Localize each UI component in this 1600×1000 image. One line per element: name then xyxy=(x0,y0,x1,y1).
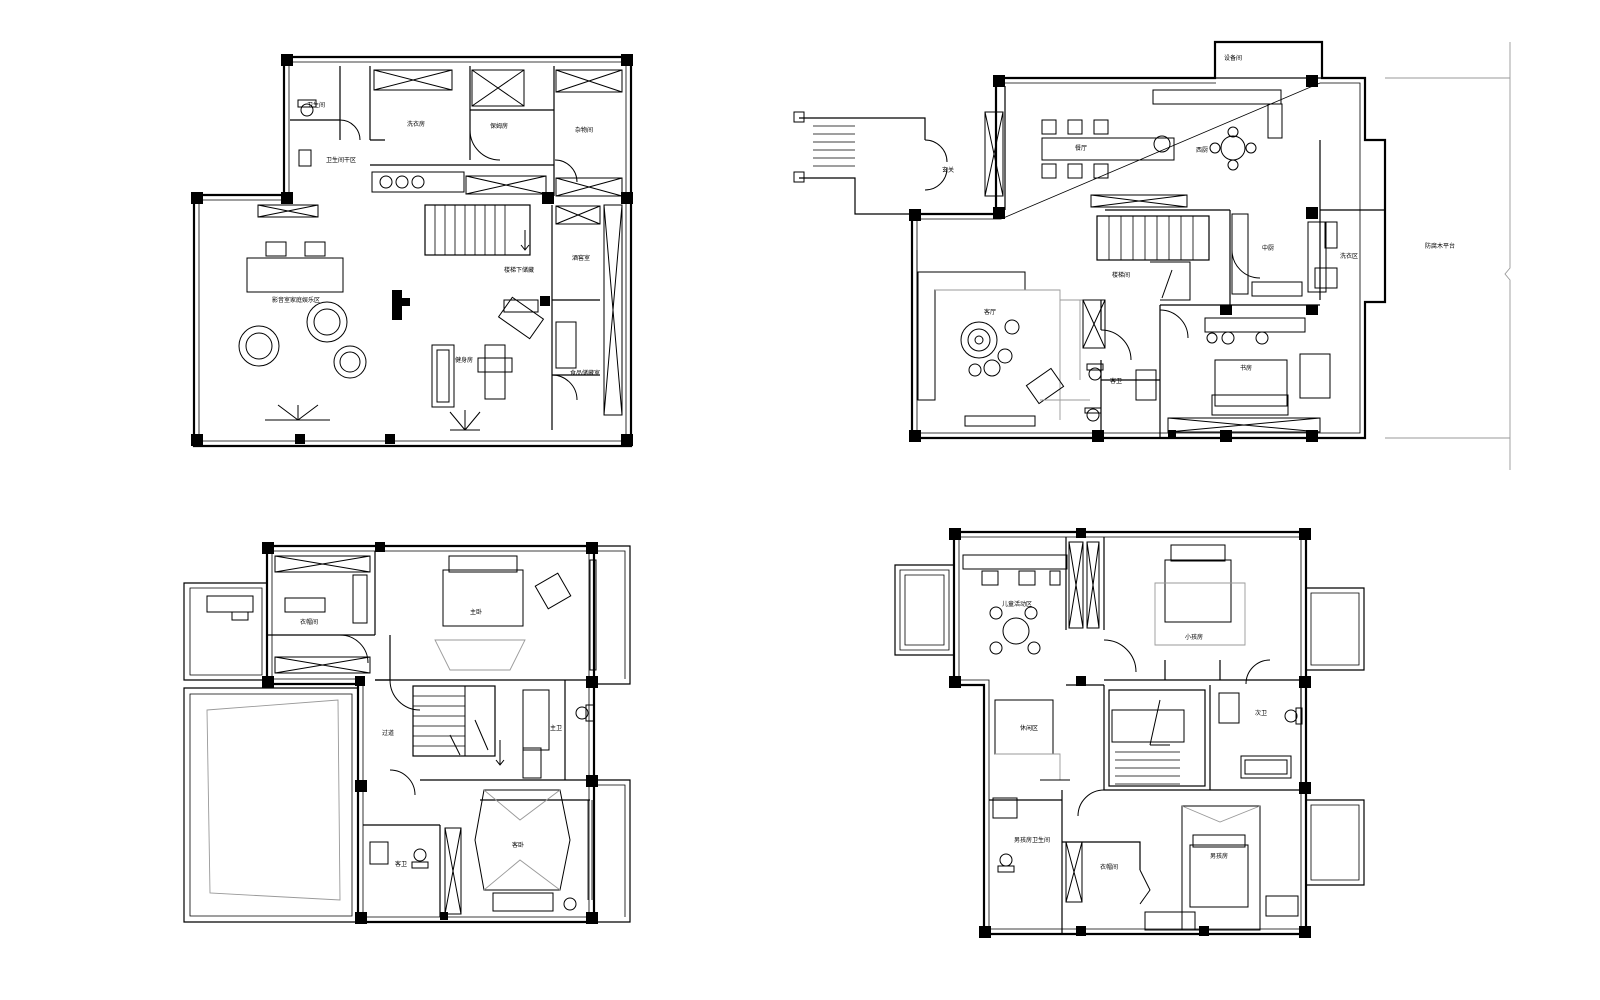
label-third-kids-activity: 儿童活动区 xyxy=(1002,600,1032,608)
label-ground-living: 客厅 xyxy=(984,308,996,316)
label-ground-dining: 餐厅 xyxy=(1075,144,1087,152)
label-basement-stair-storage: 楼梯下储藏 xyxy=(504,266,534,274)
third-floor-plan xyxy=(894,528,1365,938)
label-ground-western-kitchen: 西厨 xyxy=(1196,147,1208,154)
label-second-closet: 衣帽间 xyxy=(300,618,318,626)
label-third-leisure: 休闲区 xyxy=(1020,724,1038,732)
label-ground-study: 书房 xyxy=(1240,364,1252,372)
label-second-guest-bath: 客卫 xyxy=(395,860,407,868)
label-basement-nanny: 保姆房 xyxy=(490,122,508,130)
label-ground-guest-bath: 客卫 xyxy=(1110,377,1122,385)
label-basement-wine: 酒窖室 xyxy=(572,254,590,262)
label-second-master-bath: 主卫 xyxy=(550,724,562,732)
label-basement-laundry: 洗衣房 xyxy=(407,120,425,128)
label-ground-laundry-area: 洗衣区 xyxy=(1340,252,1358,260)
label-basement-storage: 杂物间 xyxy=(575,126,593,134)
label-ground-equipment: 设备间 xyxy=(1224,54,1242,62)
label-ground-chinese-kitchen: 中厨 xyxy=(1262,244,1274,252)
room-labels: 卫生间 洗衣房 保姆房 杂物间 卫生间干区 楼梯下储藏 酒窖室 影音室家庭娱乐区… xyxy=(272,54,1455,871)
label-ground-foyer: 玄关 xyxy=(942,166,954,174)
label-third-girl-room: 小孩房 xyxy=(1185,633,1203,641)
label-third-boy-bath: 男孩房卫生间 xyxy=(1014,836,1050,844)
label-basement-pantry: 食品储藏室 xyxy=(570,369,600,377)
label-basement-bath: 卫生间 xyxy=(307,101,325,109)
label-second-master: 主卧 xyxy=(470,608,482,616)
label-third-closet: 衣帽间 xyxy=(1100,863,1118,871)
label-basement-gym: 健身房 xyxy=(455,356,473,364)
label-basement-bath-dry: 卫生间干区 xyxy=(326,156,356,164)
basement-plan xyxy=(191,54,633,448)
ground-floor-plan xyxy=(793,40,1511,470)
label-ground-stair-hall: 楼梯间 xyxy=(1112,271,1130,279)
label-ground-terrace: 防腐木平台 xyxy=(1425,242,1455,250)
label-third-boy-room: 男孩房 xyxy=(1210,852,1228,860)
label-second-guest-room: 客卧 xyxy=(512,841,524,849)
label-third-second-bath: 次卫 xyxy=(1255,709,1267,717)
label-basement-theater: 影音室家庭娱乐区 xyxy=(272,296,320,304)
second-floor-plan xyxy=(183,542,631,924)
label-second-corridor: 过道 xyxy=(382,729,394,737)
